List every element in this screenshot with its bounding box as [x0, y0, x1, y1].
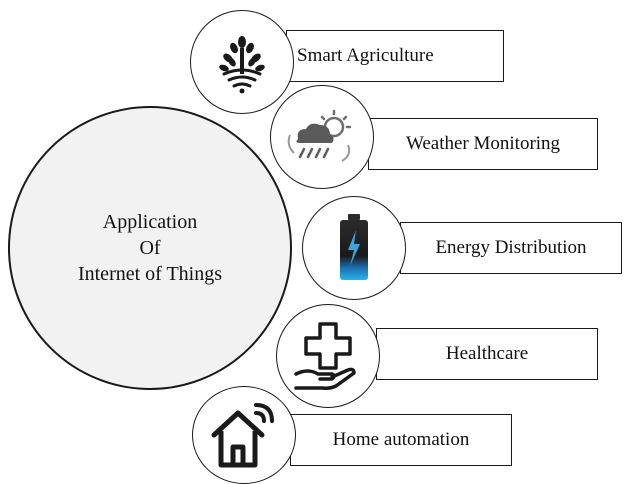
central-concept-circle: Application Of Internet of Things [8, 106, 292, 390]
icon-circle-smart-agriculture [190, 10, 294, 114]
center-title-line2: Of [139, 237, 161, 259]
label-home-automation: Home automation [332, 429, 470, 450]
label-box-smart-agriculture: Smart Agriculture [286, 30, 504, 82]
smart-home-icon [211, 403, 274, 468]
plant-wifi-icon [219, 36, 265, 94]
label-box-energy-distribution: Energy Distribution [400, 222, 622, 274]
battery-icon [340, 214, 368, 280]
label-box-healthcare: Healthcare [376, 328, 598, 380]
hand-cross-icon [294, 322, 356, 390]
weather-icon [287, 109, 352, 162]
icon-circle-home-automation [192, 386, 296, 484]
label-box-weather-monitoring: Weather Monitoring [368, 118, 598, 170]
label-weather-monitoring: Weather Monitoring [405, 133, 561, 154]
icon-circle-weather-monitoring [270, 85, 374, 189]
label-healthcare: Healthcare [445, 343, 529, 364]
label-smart-agriculture: Smart Agriculture [297, 45, 434, 66]
icon-circle-energy-distribution [302, 196, 406, 300]
center-title-line3: Internet of Things [77, 263, 223, 285]
label-energy-distribution: Energy Distribution [435, 237, 587, 258]
label-box-home-automation: Home automation [290, 414, 512, 466]
icon-circle-healthcare [276, 304, 380, 408]
center-title-line1: Application [102, 211, 198, 233]
